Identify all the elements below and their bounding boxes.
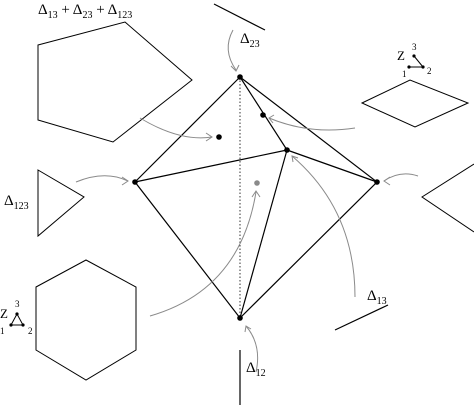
vertex-bottom — [237, 315, 243, 321]
vertex-right — [374, 179, 380, 185]
legend-node-1: 1 — [0, 326, 5, 336]
arrow-triangle — [75, 175, 129, 186]
arrow-delta-12 — [244, 325, 259, 373]
label-delta-123: Δ123 — [4, 193, 29, 212]
legend-z-label: Z — [0, 306, 8, 321]
region-shape-hexagon — [35, 259, 137, 381]
region-shape-top-left — [37, 21, 193, 143]
legend-top-right: Z 3 1 2 — [397, 42, 432, 79]
legend-bottom-left: Z 3 1 2 — [0, 299, 33, 336]
arrow-delta-13 — [291, 155, 356, 298]
region-shape-rhombus — [360, 79, 470, 128]
legend-node-3: 3 — [412, 42, 417, 52]
legend-node-1: 1 — [402, 69, 407, 79]
arrow-delta-23 — [227, 29, 240, 72]
polytope — [134, 76, 378, 319]
arrow-hexagon — [149, 190, 261, 317]
legend-node-2: 2 — [28, 326, 33, 336]
legend-z-label: Z — [397, 48, 405, 63]
segment-delta-23 — [213, 3, 266, 31]
vertex-edge-point — [260, 112, 266, 118]
vertex-top — [237, 74, 243, 80]
label-delta-sum: Δ13 + Δ23 + Δ123 — [38, 2, 132, 21]
arrow-right-partial — [383, 173, 419, 186]
region-shape-right-partial — [421, 163, 474, 233]
vertex-front — [284, 147, 290, 153]
vertex-face-point — [216, 134, 222, 140]
label-delta-23: Δ23 — [240, 31, 260, 50]
arrow-top-left-shape — [139, 117, 213, 142]
arrow-rhombus — [268, 114, 356, 131]
label-delta-12: Δ12 — [246, 360, 266, 379]
legend-node-2: 2 — [427, 66, 432, 76]
segment-delta-13 — [334, 304, 389, 331]
label-delta-13: Δ13 — [367, 288, 387, 307]
vertex-interior-point — [254, 180, 260, 186]
legend-node-3: 3 — [15, 299, 20, 309]
vertex-left — [132, 179, 138, 185]
region-shape-triangle — [37, 169, 85, 238]
